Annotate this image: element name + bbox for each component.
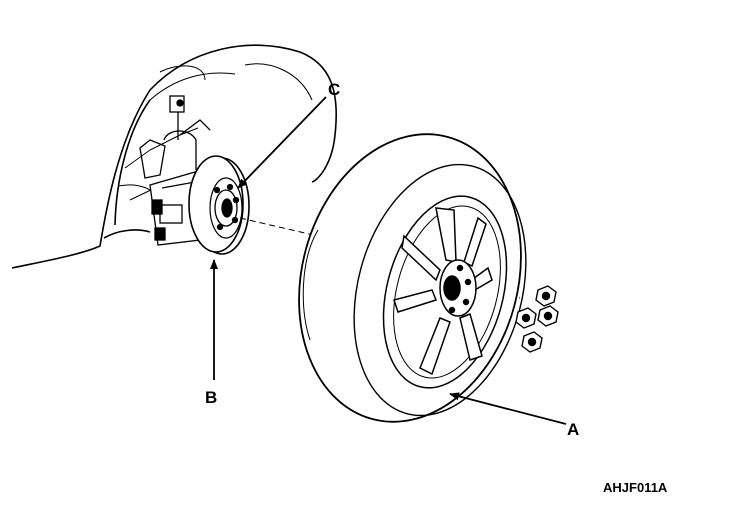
figure-code: AHJF011A (603, 480, 668, 495)
callout-label-b: B (205, 388, 218, 407)
wheel-hub (213, 183, 240, 231)
leader-lines (210, 96, 567, 425)
brake-caliper (149, 171, 201, 246)
callout-label-c: C (328, 80, 341, 99)
leader-line-c (237, 96, 327, 189)
suspension-knuckle (139, 95, 211, 179)
lug-nut (535, 285, 557, 307)
lug-nuts (515, 285, 559, 353)
lug-nut (515, 307, 537, 329)
wheel-rim (382, 195, 508, 389)
callout-label-a: A (567, 420, 580, 439)
lug-nut (537, 305, 559, 327)
leader-line-a (449, 392, 567, 425)
lug-nut (521, 331, 543, 353)
vehicle-wheel-arch (11, 44, 338, 269)
